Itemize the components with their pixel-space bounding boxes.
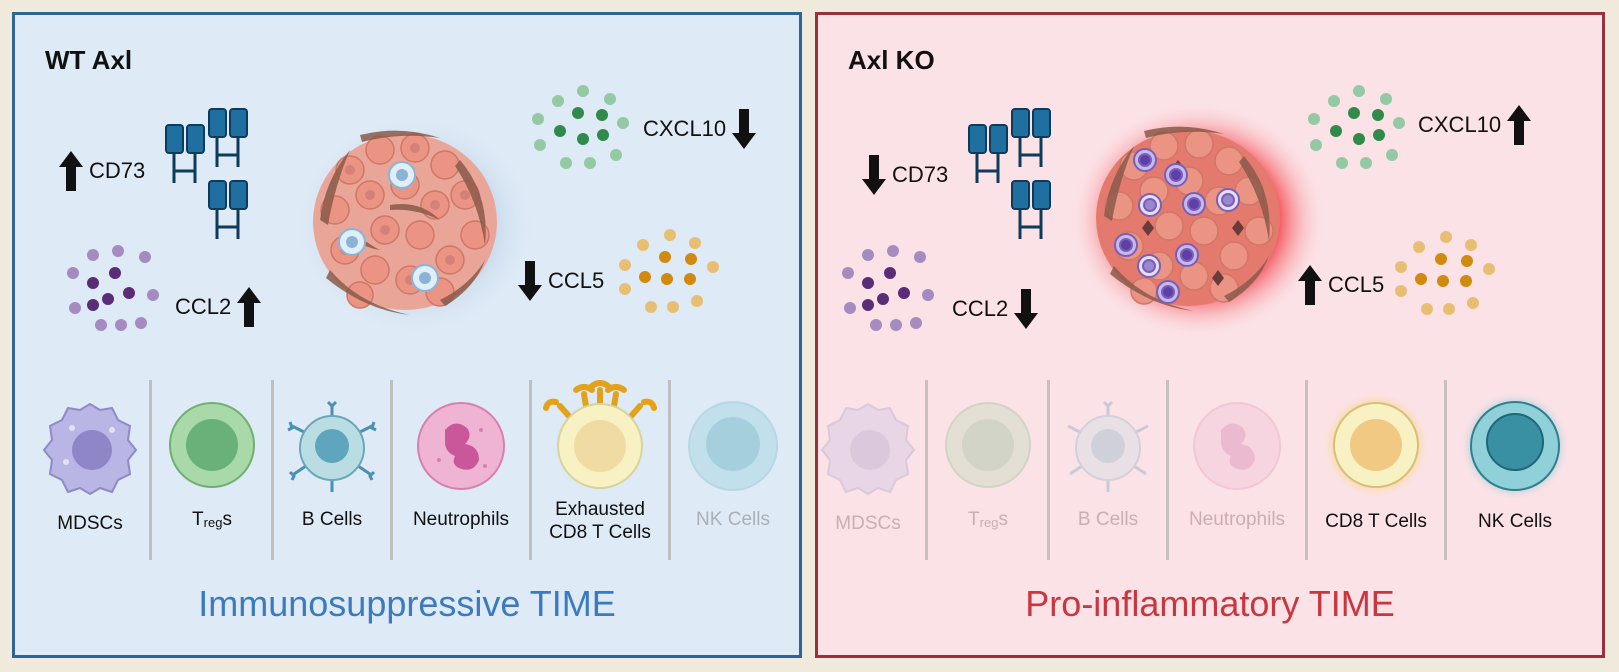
cd8-t-cells-label: CD8 T Cells (1325, 511, 1427, 532)
wt-axl-panel: WT Axl CD73 CCL2 (12, 12, 802, 658)
treg-cell-icon (169, 402, 255, 488)
bcells-label: B Cells (301, 509, 363, 530)
cd73-receptor-icon (162, 107, 252, 247)
cd73-label: CD73 (862, 155, 948, 195)
ccl5-label: CCL5 (1298, 265, 1384, 305)
axl-ko-panel: Axl KO CD73 CCL2 (815, 12, 1605, 658)
ccl5-chemokine-icon (1395, 231, 1495, 315)
tumor-icon (293, 113, 537, 337)
tregs-cell: Tregs (928, 380, 1048, 560)
mdscs-label: MDSCs (835, 513, 901, 534)
neutrophil-cell-icon (417, 402, 505, 490)
divider (925, 380, 928, 560)
neutrophils-label: Neutrophils (412, 509, 510, 530)
arrow-down-icon (1014, 289, 1038, 329)
cxcl10-chemokine-icon (532, 85, 629, 169)
tregs-label: Tregs (192, 509, 232, 530)
ccl2-label: CCL2 (175, 287, 261, 327)
arrow-up-icon (237, 287, 261, 327)
cd73-receptor-icon (965, 107, 1055, 247)
nk-cell-icon (1460, 391, 1570, 501)
cd8-t-cell: CD8 T Cells (1308, 380, 1444, 560)
ccl2-chemokine-icon (842, 245, 934, 331)
immune-cells-row: MDSCs Tregs B Cells Neutrophils Exhauste… (15, 380, 805, 560)
divider (1305, 380, 1308, 560)
divider (271, 380, 274, 560)
tregs-cell: Tregs (152, 380, 272, 560)
b-cell-icon (1067, 400, 1149, 492)
cxcl10-label: CXCL10 (1418, 105, 1531, 145)
arrow-up-icon (1507, 105, 1531, 145)
b-cell-icon (287, 400, 377, 492)
cxcl10-chemokine-icon (1308, 85, 1405, 169)
arrow-down-icon (862, 155, 886, 195)
bcells-cell: B Cells (1050, 380, 1166, 560)
arrow-up-icon (59, 151, 83, 191)
cd8-t-cell-icon (1322, 391, 1430, 499)
divider (390, 380, 393, 560)
divider (1047, 380, 1050, 560)
divider (668, 380, 671, 560)
bcells-cell: B Cells (274, 380, 390, 560)
divider (149, 380, 152, 560)
panel-title: WT Axl (45, 45, 133, 75)
ccl5-chemokine-icon (619, 229, 719, 313)
mdsc-cell-icon (820, 402, 916, 496)
arrow-down-icon (732, 109, 756, 149)
nk-cell: NK Cells (1447, 380, 1583, 560)
bcells-label: B Cells (1077, 509, 1139, 530)
neutrophils-cell: Neutrophils (1169, 380, 1305, 560)
immune-cells-row: MDSCs Tregs B Cells Neutrophils CD8 T Ce… (818, 380, 1608, 560)
divider (529, 380, 532, 560)
nk-label: NK Cells (696, 509, 770, 530)
neutrophil-cell-icon (1193, 402, 1281, 490)
time-label: Immunosuppressive TIME (198, 583, 616, 624)
time-label: Pro-inflammatory TIME (1025, 583, 1395, 624)
nk-cell-icon (688, 401, 778, 491)
ccl2-chemokine-icon (67, 245, 159, 331)
nk-label: NK Cells (1478, 511, 1552, 532)
mdsc-cell-icon (42, 402, 138, 496)
divider (1444, 380, 1447, 560)
treg-cell-icon (945, 402, 1031, 488)
cd73-label: CD73 (59, 151, 145, 191)
mdscs-label: MDSCs (57, 513, 123, 534)
divider (1166, 380, 1169, 560)
arrow-down-icon (518, 261, 542, 301)
arrow-up-icon (1298, 265, 1322, 305)
inflamed-tumor-icon (1070, 102, 1326, 338)
mdscs-cell: MDSCs (808, 380, 928, 560)
panel-title: Axl KO (848, 45, 935, 75)
nk-cell: NK Cells (671, 380, 795, 560)
ccl5-label: CCL5 (518, 261, 604, 301)
ccl2-label: CCL2 (952, 289, 1038, 329)
tregs-label: Tregs (968, 509, 1008, 530)
cxcl10-label: CXCL10 (643, 109, 756, 149)
neutrophils-cell: Neutrophils (393, 380, 529, 560)
exhausted-cd8-cell-icon (543, 380, 657, 489)
mdscs-cell: MDSCs (30, 380, 150, 560)
neutrophils-label: Neutrophils (1188, 509, 1286, 530)
